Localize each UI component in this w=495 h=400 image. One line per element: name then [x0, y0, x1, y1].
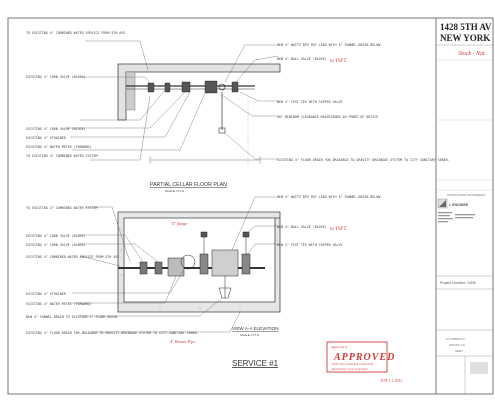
- elev-red-note-pipe: 4" Bronze Pipe: [170, 339, 195, 344]
- title-block: 1428 5TH AV NEW YORK Stock - Nat CONSULT…: [436, 22, 493, 394]
- plan-note-strainer: EXISTING 4" STRAINER: [26, 136, 66, 140]
- consultant-label: CONSULTANT ENGINEERS: [447, 193, 485, 197]
- elev-note-service-from-5th-ave: EXISTING 4" COMBINED WATER SERVICE FROM …: [26, 255, 121, 259]
- plan-caption: PARTIAL CELLAR FLOOR PLAN: [150, 182, 227, 188]
- plan-red-note: to TSFT: [330, 59, 347, 64]
- stamp-line-2: DEP Cross Connection Control Unit: [331, 363, 373, 366]
- elev-note-rpz: NEW 4" WATTS RPZ 957 LEAD WITH 4" FUNNEL…: [277, 195, 382, 199]
- plan-note-rpz: NEW 4" WATTS RPZ 957 LEAD WITH 4" FUNNEL…: [277, 43, 382, 47]
- sheet-border: [7, 17, 494, 395]
- elev-red-note-1: to TSFT: [330, 227, 347, 232]
- address-line-2: NEW YORK: [440, 33, 490, 43]
- elev-note-test-tee: NEW 2" TEST TEE WITH CAPPED VALVE: [277, 243, 343, 247]
- plan-floor-drain: [218, 127, 226, 134]
- plan-note-floor-drain: EXISTING 4" FLOOR DRAIN FOR DRAINAGE TO …: [277, 158, 450, 162]
- elev-note-combined-water-system: TO EXISTING 4" COMBINED WATER SYSTEM: [26, 206, 97, 210]
- address-line-1: 1428 5TH AV: [440, 22, 492, 32]
- elevation-caption-scale: SCALE: N.T.S.: [240, 333, 260, 337]
- plan-note-test-tee: NEW 2" TEST TEE WITH CAPPED VALVE: [277, 100, 343, 104]
- strainer-symbol: [180, 254, 196, 270]
- plan-note-ball-valve: NEW 4" BALL VALVE (BLOCK): [277, 57, 327, 61]
- plan-note-curb-valve-1: EXISTING 4" CURB VALVE (BLOCK): [26, 75, 86, 79]
- drawing-title-1: PLUMBING R: [446, 337, 466, 341]
- rpz-device-plan: [218, 83, 226, 91]
- elev-note-ball-valve: NEW 4" BALL VALVE (BLOCK): [277, 225, 327, 229]
- rpz-assembly: [199, 231, 251, 299]
- firm-name: L ENGINEE: [449, 203, 469, 207]
- plan-note-curb-valve-2: EXISTING 4" CURB VALVE (BLOCK): [26, 127, 86, 131]
- signature-date: JUN 1 1 2012: [380, 378, 402, 383]
- plan-note-combined-water-system: TO EXISTING 4" COMBINED WATER SYSTEM: [26, 154, 97, 158]
- plan-view: TO EXISTING 4" COMBINED WATER SERVICE FR…: [26, 31, 450, 193]
- service-label: SERVICE #1: [232, 359, 279, 368]
- elev-note-curb-valve-1: EXISTING 4" CURB VALVE (BLOCK): [26, 234, 86, 238]
- approval-stamp: Approved 6 APPROVED DEP Cross Connection…: [326, 341, 395, 373]
- elev-note-funnel-drain: NEW 4" FUNNEL DRAIN TO EXISTING 4" FLOOR…: [26, 315, 117, 319]
- drawing-title-2: CROSS CO: [449, 343, 466, 347]
- plan-note-clearance: 30" MINIMUM CLEARANCE MAINTAINED IN FRON…: [277, 115, 378, 119]
- elevation-view: TO EXISTING 4" COMBINED WATER SYSTEM EXI…: [26, 195, 382, 344]
- plan-caption-scale: SCALE: N.T.S.: [165, 189, 185, 193]
- elev-note-floor-drain: EXISTING 4" FLOOR DRAIN FOR DRAINAGE TO …: [26, 331, 199, 335]
- firm-logo: [437, 198, 448, 209]
- project-number: Project Number: 14DE: [440, 281, 477, 285]
- stamp-approved: APPROVED: [333, 352, 395, 363]
- elevation-walls: [117, 211, 281, 313]
- elev-note-strainer: EXISTING 4" STRAINER: [26, 292, 66, 296]
- plan-note-service-from-5th-ave: TO EXISTING 4" COMBINED WATER SERVICE FR…: [26, 31, 127, 35]
- stamp-line-1: Approved 6: [330, 345, 347, 349]
- elevation-caption: VIEW A-A ELEVATION: [232, 326, 279, 331]
- plan-note-water-meter: EXISTING 4" WATER METER (FORWARD): [26, 145, 92, 149]
- stamp-line-3: Reviewed by: Cross Connection: [331, 368, 368, 371]
- plan-wall: [117, 63, 281, 121]
- elev-red-note-flange: 4" flange: [172, 221, 188, 226]
- elev-note-water-meter: EXISTING 4" WATER METER (FORWARD): [26, 302, 92, 306]
- drawing-title-3: SERV: [455, 349, 463, 353]
- red-sheet-note: Stock - Nat: [458, 51, 485, 57]
- elev-note-curb-valve-2: EXISTING 4" CURB VALVE (BLOCK): [26, 243, 86, 247]
